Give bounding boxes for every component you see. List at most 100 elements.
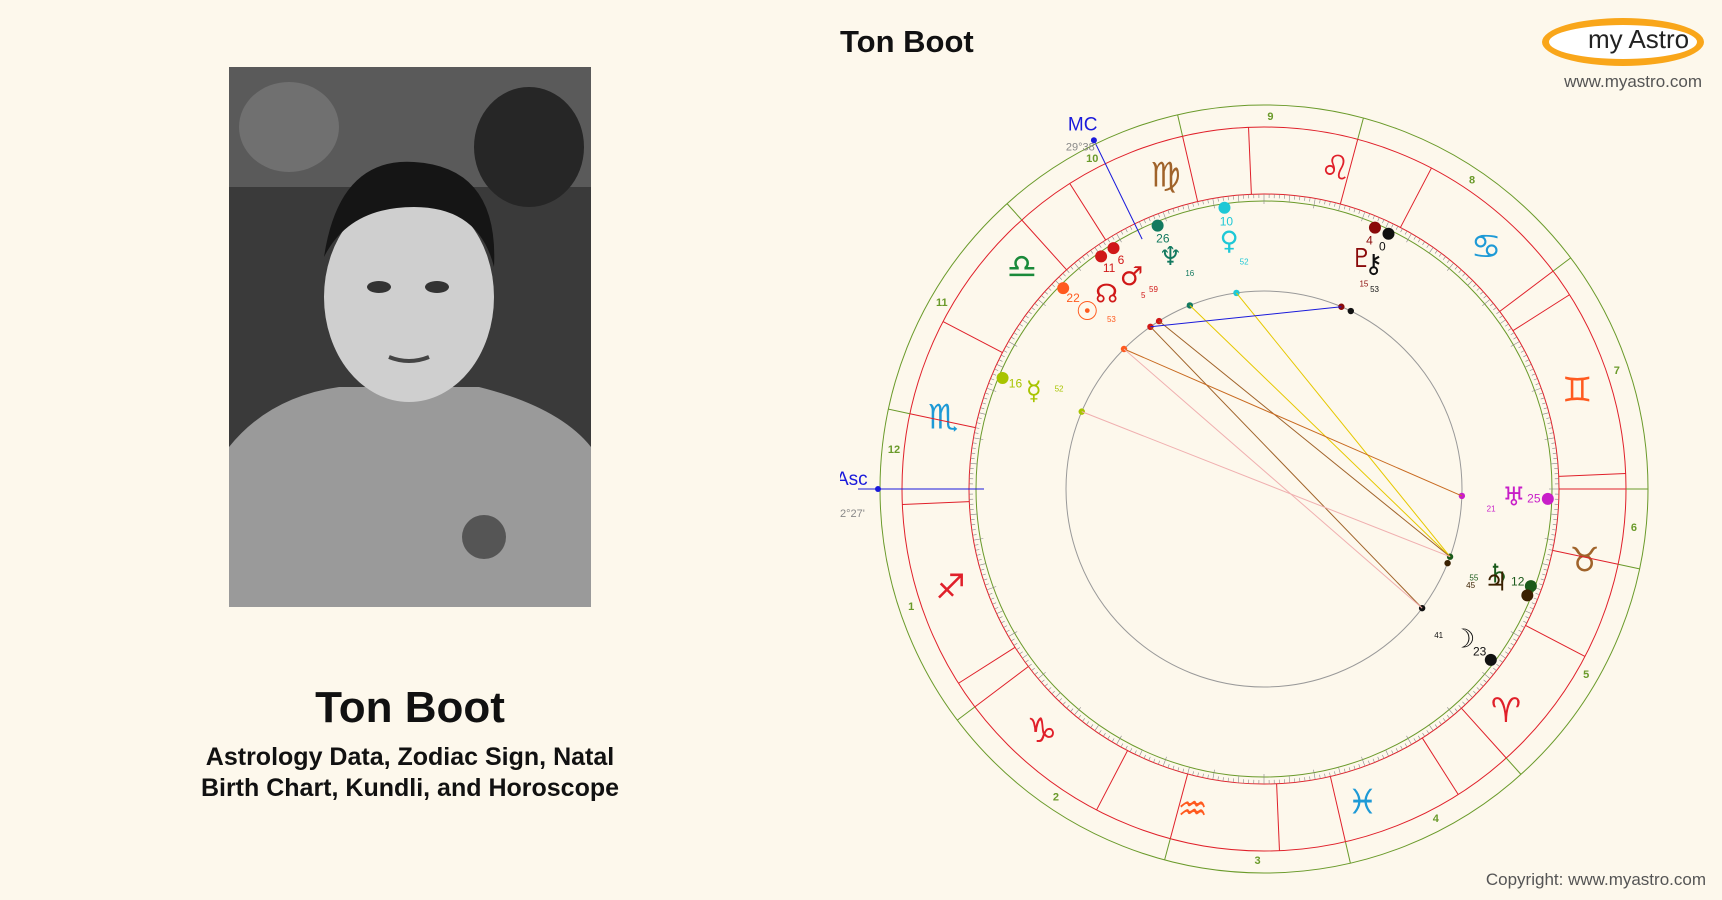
degree-tick xyxy=(971,529,976,531)
degree-tick xyxy=(1533,597,1538,600)
degree-tick xyxy=(1550,462,1558,465)
degree-tick xyxy=(1391,750,1394,755)
degree-tick xyxy=(1062,701,1066,705)
sign-boundary xyxy=(1276,783,1280,851)
house-cusp-outer xyxy=(1344,841,1351,864)
sign-boundary xyxy=(1069,183,1107,241)
degree-tick xyxy=(970,513,978,516)
degree-tick xyxy=(1162,756,1167,767)
house-cusp-line xyxy=(1339,139,1359,205)
degree-tick xyxy=(1467,280,1473,286)
house-number: 2 xyxy=(1053,791,1059,803)
degree-tick xyxy=(1134,750,1137,755)
aspect-line xyxy=(1236,292,1451,558)
page-subtitle: Astrology Data, Zodiac Sign, Natal Birth… xyxy=(160,742,660,804)
degree-tick xyxy=(1324,773,1326,778)
degree-tick xyxy=(1413,235,1417,240)
degree-tick xyxy=(1066,705,1070,709)
degree-tick xyxy=(1368,760,1370,765)
degree-tick xyxy=(1473,690,1477,695)
degree-tick xyxy=(1037,671,1046,679)
house-cusp-outer xyxy=(1164,838,1171,861)
uranus-minute: 21 xyxy=(1487,504,1496,513)
degree-tick xyxy=(1458,269,1462,273)
degree-tick xyxy=(1353,208,1356,213)
degree-tick xyxy=(1148,217,1151,222)
degree-tick xyxy=(1051,690,1055,695)
house-cusp-line xyxy=(1329,776,1346,842)
degree-tick xyxy=(1058,276,1063,280)
degree-tick xyxy=(1153,215,1156,220)
degree-tick xyxy=(1082,718,1086,722)
degree-tick xyxy=(1422,732,1425,737)
degree-tick xyxy=(1524,364,1532,368)
degree-tick xyxy=(1313,198,1316,209)
degree-tick xyxy=(1391,223,1394,228)
degree-tick xyxy=(1139,749,1143,757)
chiron-minute: 53 xyxy=(1370,285,1379,294)
degree-tick xyxy=(1404,230,1408,235)
degree-tick xyxy=(1406,735,1412,745)
sun-icon: ☉ xyxy=(1076,297,1099,327)
degree-tick xyxy=(1222,196,1224,201)
site-url-link[interactable]: www.myastro.com xyxy=(1564,72,1702,91)
myastro-logo[interactable]: my Astro xyxy=(1540,10,1710,70)
degree-tick xyxy=(1309,776,1311,781)
degree-tick xyxy=(1107,735,1111,740)
degree-tick xyxy=(971,447,976,449)
degree-tick xyxy=(1005,345,1010,349)
degree-tick xyxy=(978,412,986,415)
degree-tick xyxy=(1074,707,1082,716)
degree-tick xyxy=(986,586,997,591)
degree-tick xyxy=(1078,259,1082,264)
mercury-minute: 52 xyxy=(1055,385,1064,394)
degree-tick xyxy=(1177,206,1180,211)
degree-tick xyxy=(1003,350,1008,353)
degree-tick xyxy=(1513,638,1518,642)
degree-tick xyxy=(1041,295,1045,299)
degree-tick xyxy=(992,373,997,376)
degree-tick xyxy=(1406,233,1412,243)
degree-tick xyxy=(1125,228,1128,233)
degree-tick xyxy=(1125,745,1128,750)
sun-degree: 22 xyxy=(1066,291,1080,305)
degree-tick xyxy=(1438,721,1442,725)
degree-tick xyxy=(1090,724,1094,728)
saturn-degree: 12 xyxy=(1511,574,1525,588)
degree-tick xyxy=(1462,701,1466,705)
degree-tick xyxy=(1129,226,1133,230)
cancer-sign-icon: ♋ xyxy=(1471,227,1501,267)
degree-tick xyxy=(1167,764,1170,769)
asc-label: Asc xyxy=(840,469,868,490)
mars-icon: ♂ xyxy=(1120,262,1143,292)
house-number: 4 xyxy=(1433,813,1440,825)
uranus-degree: 25 xyxy=(1527,491,1541,505)
degree-tick xyxy=(1177,767,1180,772)
degree-tick xyxy=(1348,206,1351,211)
house-number: 1 xyxy=(908,601,914,613)
degree-tick xyxy=(1019,323,1023,327)
house-number: 11 xyxy=(936,297,948,309)
degree-tick xyxy=(1034,671,1039,675)
degree-tick xyxy=(994,607,999,610)
degree-tick xyxy=(1237,195,1240,203)
degree-tick xyxy=(1507,328,1512,331)
degree-tick xyxy=(1120,743,1124,748)
degree-tick xyxy=(1103,241,1106,246)
degree-tick xyxy=(1539,392,1544,395)
degree-tick xyxy=(1022,319,1029,325)
degree-tick xyxy=(1182,768,1185,773)
subtitle-line-2: Birth Chart, Kundli, and Horoscope xyxy=(200,774,620,802)
degree-tick xyxy=(998,616,1003,619)
degree-tick xyxy=(1055,692,1061,698)
degree-tick xyxy=(990,597,995,600)
degree-tick xyxy=(1446,259,1450,264)
degree-tick xyxy=(1382,754,1385,759)
degree-tick xyxy=(1542,412,1550,415)
aries-sign-icon: ♈ xyxy=(1491,691,1521,731)
degree-tick xyxy=(1343,768,1346,773)
degree-tick xyxy=(1372,215,1375,220)
degree-tick xyxy=(1022,653,1029,659)
degree-tick xyxy=(1510,631,1520,637)
degree-tick xyxy=(1507,647,1512,650)
